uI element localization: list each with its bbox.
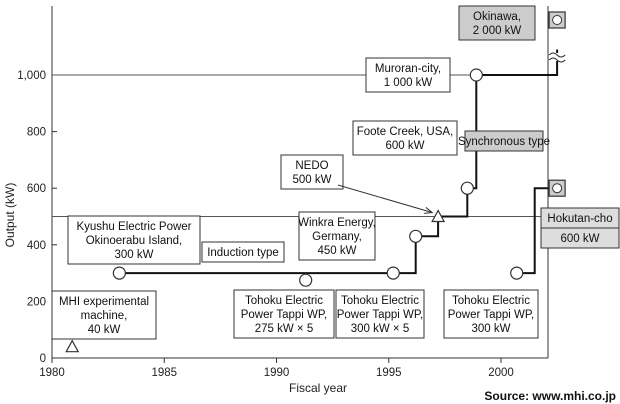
y-tick-label: 600 — [27, 183, 46, 195]
data-label-text: 1 000 kW — [384, 77, 433, 89]
axis-break-mark — [548, 52, 566, 63]
data-label: Hokutan-cho 600 kW — [540, 207, 620, 249]
data-point — [431, 209, 446, 223]
data-label-box — [201, 241, 285, 263]
y-tick-label: 400 — [27, 240, 46, 252]
data-label-text: 300 kW × 5 — [351, 323, 410, 335]
data-point — [409, 229, 423, 243]
data-point — [510, 266, 524, 280]
y-axis-title: Output (kW) — [3, 183, 17, 248]
data-label-text: Okinoerabu Island, — [86, 235, 183, 247]
data-label: Foote Creek, USA, 600 kW — [352, 120, 458, 156]
data-point-core — [552, 15, 563, 25]
data-point — [65, 339, 80, 353]
data-label: Okinawa, 2 000 kW — [458, 5, 536, 41]
data-label-text: Induction type — [207, 247, 279, 259]
nedo-arrow-head — [424, 207, 434, 214]
x-tick-label: 1995 — [376, 367, 402, 379]
data-label-box — [233, 289, 335, 339]
data-label-box — [280, 154, 344, 190]
data-label-text: Okinawa, — [473, 11, 521, 23]
x-tick-label: 2000 — [488, 367, 514, 379]
data-label-box — [464, 130, 544, 152]
data-label: NEDO 500 kW — [280, 154, 344, 190]
y-tick-label: 200 — [27, 296, 46, 308]
x-tick-label: 1990 — [264, 367, 290, 379]
axis-break-gap — [550, 53, 565, 61]
data-label-box — [443, 289, 539, 339]
data-point — [460, 181, 474, 195]
data-label-box — [458, 5, 536, 41]
data-label-text: 450 kW — [318, 245, 357, 257]
data-label-box — [540, 227, 620, 249]
data-label-text: Muroran-city, — [375, 63, 441, 75]
data-point-core — [552, 183, 563, 194]
data-labels: MHI experimental machine, 40 kW Kyushu Elec… — [51, 5, 620, 340]
data-label-text: 40 kW — [88, 324, 121, 336]
data-label-text: 300 kW — [472, 323, 511, 335]
data-markers — [65, 11, 566, 353]
data-label-text: NEDO — [295, 160, 328, 172]
data-label: Synchronous type — [458, 130, 550, 152]
data-point — [469, 68, 483, 82]
data-label: Winkra Energy, Germany, 450 kW — [298, 211, 376, 261]
data-label-text: 600 kW — [561, 233, 600, 245]
series-line — [438, 49, 559, 218]
x-tick-label: 1985 — [151, 367, 177, 379]
data-label-text: Tohoku Electric — [341, 295, 419, 307]
data-label-text: Power Tappi WP, — [241, 309, 328, 321]
data-label-box — [365, 57, 451, 93]
data-label-box — [51, 290, 157, 340]
data-label-text: Hokutan-cho — [547, 213, 612, 225]
data-label-text: Power Tappi WP, — [448, 309, 535, 321]
data-label: Induction type — [201, 241, 285, 263]
data-point — [386, 266, 400, 280]
data-label-text: Winkra Energy, — [298, 217, 376, 229]
x-axis-title: Fiscal year — [289, 381, 347, 395]
data-label-text: Kyushu Electric Power — [76, 221, 191, 233]
data-label-text: Power Tappi WP, — [337, 309, 424, 321]
data-label-text: 300 kW — [115, 249, 154, 261]
data-label-text: 275 kW × 5 — [255, 323, 314, 335]
y-tick-label: 1,000 — [17, 70, 46, 82]
data-label-text: machine, — [81, 310, 128, 322]
data-label-box — [67, 215, 201, 265]
data-label-text: Tohoku Electric — [245, 295, 323, 307]
data-label-text: Tohoku Electric — [452, 295, 530, 307]
data-point — [112, 266, 126, 280]
data-label: Muroran-city, 1 000 kW — [365, 57, 451, 93]
data-label-text: Synchronous type — [458, 136, 550, 148]
series-line — [516, 187, 558, 275]
x-tick-label: 1980 — [39, 367, 65, 379]
data-label-box — [335, 289, 425, 339]
data-label-box — [352, 120, 458, 156]
nedo-arrow — [337, 184, 433, 213]
y-tick-label: 800 — [27, 127, 46, 139]
data-label-text: MHI experimental — [59, 296, 149, 308]
data-label: MHI experimental machine, 40 kW — [51, 290, 157, 340]
data-label-box — [298, 211, 376, 261]
data-point — [299, 273, 313, 287]
data-label-text: 600 kW — [386, 140, 425, 152]
data-label-text: Germany, — [312, 231, 362, 243]
data-label-text: 2 000 kW — [473, 25, 522, 37]
axes: 0 200 400 600 800 1,000 1980 1985 1990 1995 2000 — [17, 6, 549, 379]
y-tick-label: 0 — [40, 353, 46, 365]
source-note: Source: www.mhi.co.jp — [484, 389, 616, 403]
data-label-text: 500 kW — [293, 174, 332, 186]
data-label-text: Foote Creek, USA, — [357, 126, 454, 138]
